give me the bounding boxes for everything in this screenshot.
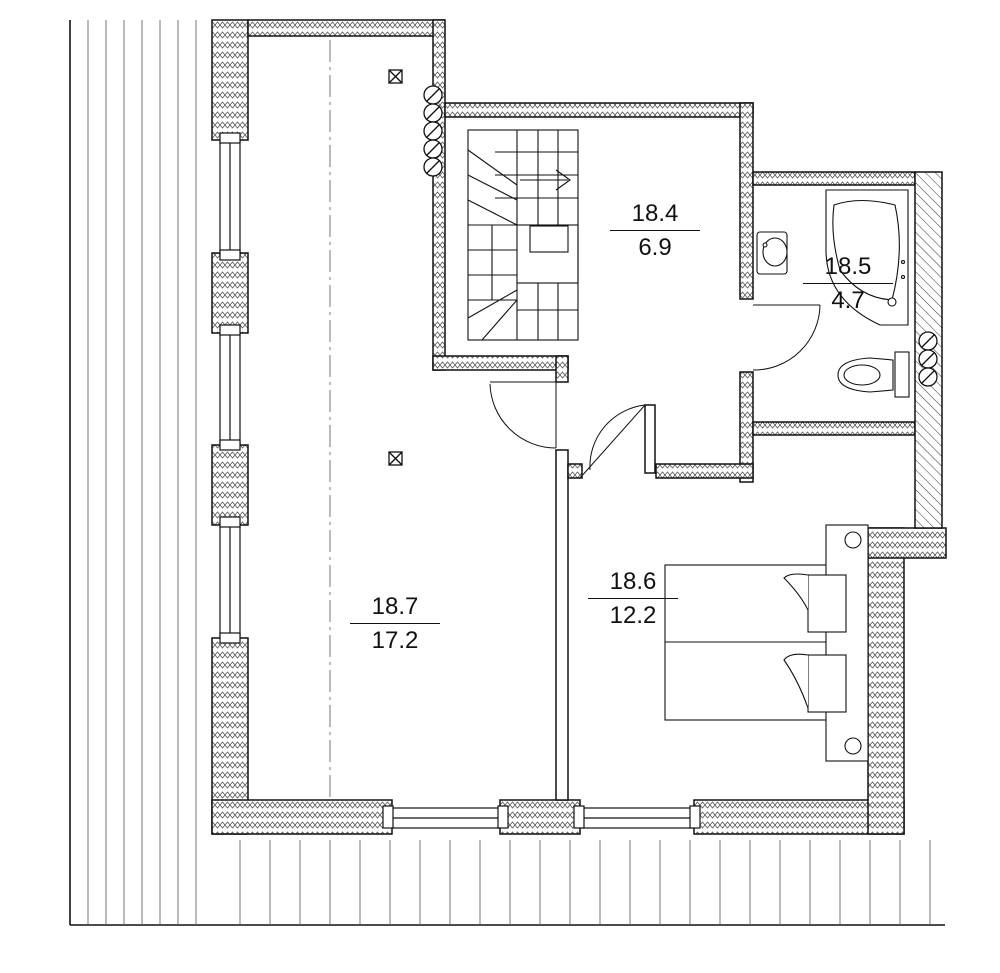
room-number: 18.4 bbox=[610, 202, 700, 231]
sink-icon bbox=[756, 231, 788, 275]
double-bed-icon bbox=[664, 524, 869, 762]
toilet-icon bbox=[837, 351, 910, 398]
room-area: 17.2 bbox=[371, 627, 419, 654]
room-area: 12.2 bbox=[609, 602, 657, 629]
room-area: 6.9 bbox=[638, 234, 672, 261]
bathroom-exterior-wall bbox=[914, 171, 943, 529]
room-label-bathroom: 18.5 4.7 bbox=[803, 255, 893, 313]
bathtub-icon bbox=[825, 189, 909, 326]
staircase bbox=[467, 129, 579, 341]
door-swings bbox=[489, 304, 821, 479]
room-label-hall: 18.4 6.9 bbox=[610, 202, 700, 260]
room-number: 18.6 bbox=[588, 570, 678, 599]
roof-eaves bbox=[69, 20, 945, 926]
left-windows bbox=[219, 132, 241, 644]
room-area: 4.7 bbox=[831, 287, 865, 314]
room-number: 18.7 bbox=[350, 595, 440, 624]
room-number: 18.5 bbox=[803, 255, 893, 284]
room-label-living: 18.7 17.2 bbox=[350, 595, 440, 653]
vent-icon bbox=[388, 69, 403, 466]
bottom-windows bbox=[382, 805, 701, 829]
vent-pipes-icon bbox=[423, 85, 938, 387]
room-label-bedroom: 18.6 12.2 bbox=[588, 570, 678, 628]
exterior-walls bbox=[211, 19, 947, 835]
